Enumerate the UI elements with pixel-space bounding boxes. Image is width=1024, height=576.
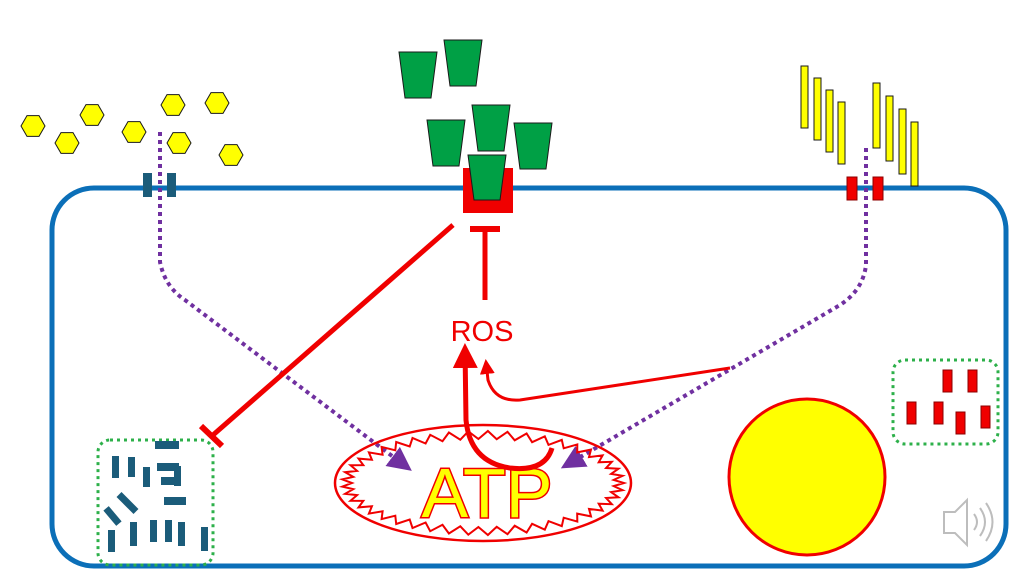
- left-signal-arrow: [158, 132, 412, 471]
- red-vesicle: [980, 405, 991, 429]
- trapezoid-ligand: [513, 122, 553, 170]
- left-vesicle-box: [96, 438, 215, 567]
- left-channel-receptor: [143, 173, 176, 197]
- teal-vesicle: [108, 530, 115, 552]
- teal-vesicle: [174, 466, 181, 486]
- bar-ligand: [872, 82, 881, 149]
- hexagon-ligand: [20, 115, 46, 137]
- right-channel-receptor: [846, 176, 884, 201]
- left-vesicle-cluster: [103, 441, 208, 552]
- bar-ligand: [885, 95, 894, 162]
- bound-ligand: [467, 154, 507, 201]
- bar-ligand: [837, 101, 846, 165]
- bar-ligand: [898, 108, 907, 175]
- bar-ligand: [910, 121, 919, 187]
- teal-vesicle: [164, 497, 186, 505]
- red-vesicle: [955, 411, 966, 435]
- mitochondrion-cristae: [338, 429, 628, 537]
- cell-membrane: [49, 185, 1009, 569]
- teal-vesicle: [157, 463, 179, 471]
- bar-ligand: [800, 65, 809, 129]
- teal-vesicle: [112, 456, 119, 478]
- hexagon-ligand: [79, 104, 105, 126]
- ros-inhibition-line: [470, 226, 500, 300]
- red-vesicle: [906, 401, 917, 425]
- teal-vesicle: [201, 527, 208, 551]
- speaker-icon[interactable]: [943, 497, 994, 548]
- hexagon-ligand: [204, 92, 230, 114]
- bar-ligand: [825, 89, 834, 153]
- mitochondrion-outer: [333, 423, 633, 543]
- hexagon-ligand: [160, 94, 186, 116]
- bar-ligand: [813, 77, 822, 141]
- bar-ligands: [800, 65, 919, 187]
- right-vesicle-box: [891, 358, 1000, 446]
- ros-label: ROS: [451, 316, 514, 348]
- teal-vesicle: [150, 520, 157, 542]
- red-vesicle: [933, 401, 944, 425]
- right-vesicle-cluster: [906, 369, 991, 435]
- teal-vesicle: [161, 477, 181, 485]
- teal-vesicle: [165, 520, 172, 542]
- trapezoid-ligand: [426, 119, 466, 167]
- teal-vesicle: [128, 457, 135, 477]
- right-to-ros-arrow: [479, 359, 731, 402]
- red-vesicle: [942, 369, 953, 393]
- teal-vesicle: [178, 522, 185, 546]
- hexagon-ligands: [20, 92, 244, 166]
- teal-vesicle: [116, 492, 139, 514]
- teal-vesicle: [130, 522, 137, 546]
- teal-vesicle: [143, 467, 150, 487]
- trapezoid-ligands: [398, 39, 553, 170]
- trapezoid-ligand: [443, 39, 483, 87]
- hexagon-ligand: [166, 132, 192, 154]
- hexagon-ligand: [54, 132, 80, 154]
- nucleus: [727, 397, 887, 557]
- trapezoid-ligand: [471, 104, 511, 152]
- teal-vesicle: [155, 441, 179, 449]
- trapezoid-ligand: [398, 51, 438, 99]
- hexagon-ligand: [121, 121, 147, 143]
- atp-to-ros-arrow: [452, 343, 555, 472]
- red-vesicle: [967, 369, 978, 393]
- teal-vesicle: [103, 506, 122, 526]
- receptor-inhibition-line: [198, 223, 455, 449]
- hexagon-ligand: [218, 144, 244, 166]
